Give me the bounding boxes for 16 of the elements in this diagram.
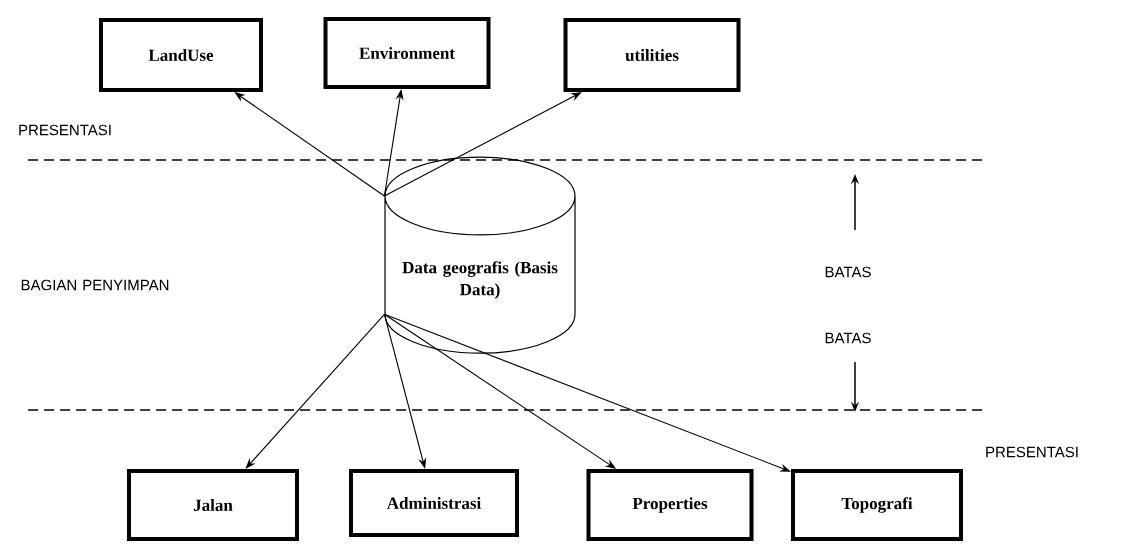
- arrow: [245, 313, 385, 469]
- category-box: Topografi: [791, 469, 963, 541]
- category-box: Properties: [586, 469, 754, 541]
- database-cylinder: Data geografis (Basis Data): [384, 156, 576, 354]
- region-label: BATAS: [825, 266, 871, 278]
- arrow: [383, 92, 582, 197]
- arrow: [383, 313, 791, 472]
- region-label: PRESENTASI: [986, 446, 1078, 458]
- category-box: LandUse: [99, 18, 263, 92]
- region-label: PRESENTASI: [19, 124, 111, 136]
- region-label: BATAS: [825, 332, 871, 344]
- category-box: Jalan: [127, 469, 299, 541]
- category-box: utilities: [563, 18, 741, 92]
- category-box: Administrasi: [349, 469, 519, 537]
- region-label: BAGIAN PENYIMPAN: [21, 279, 169, 291]
- category-box: Environment: [323, 17, 491, 89]
